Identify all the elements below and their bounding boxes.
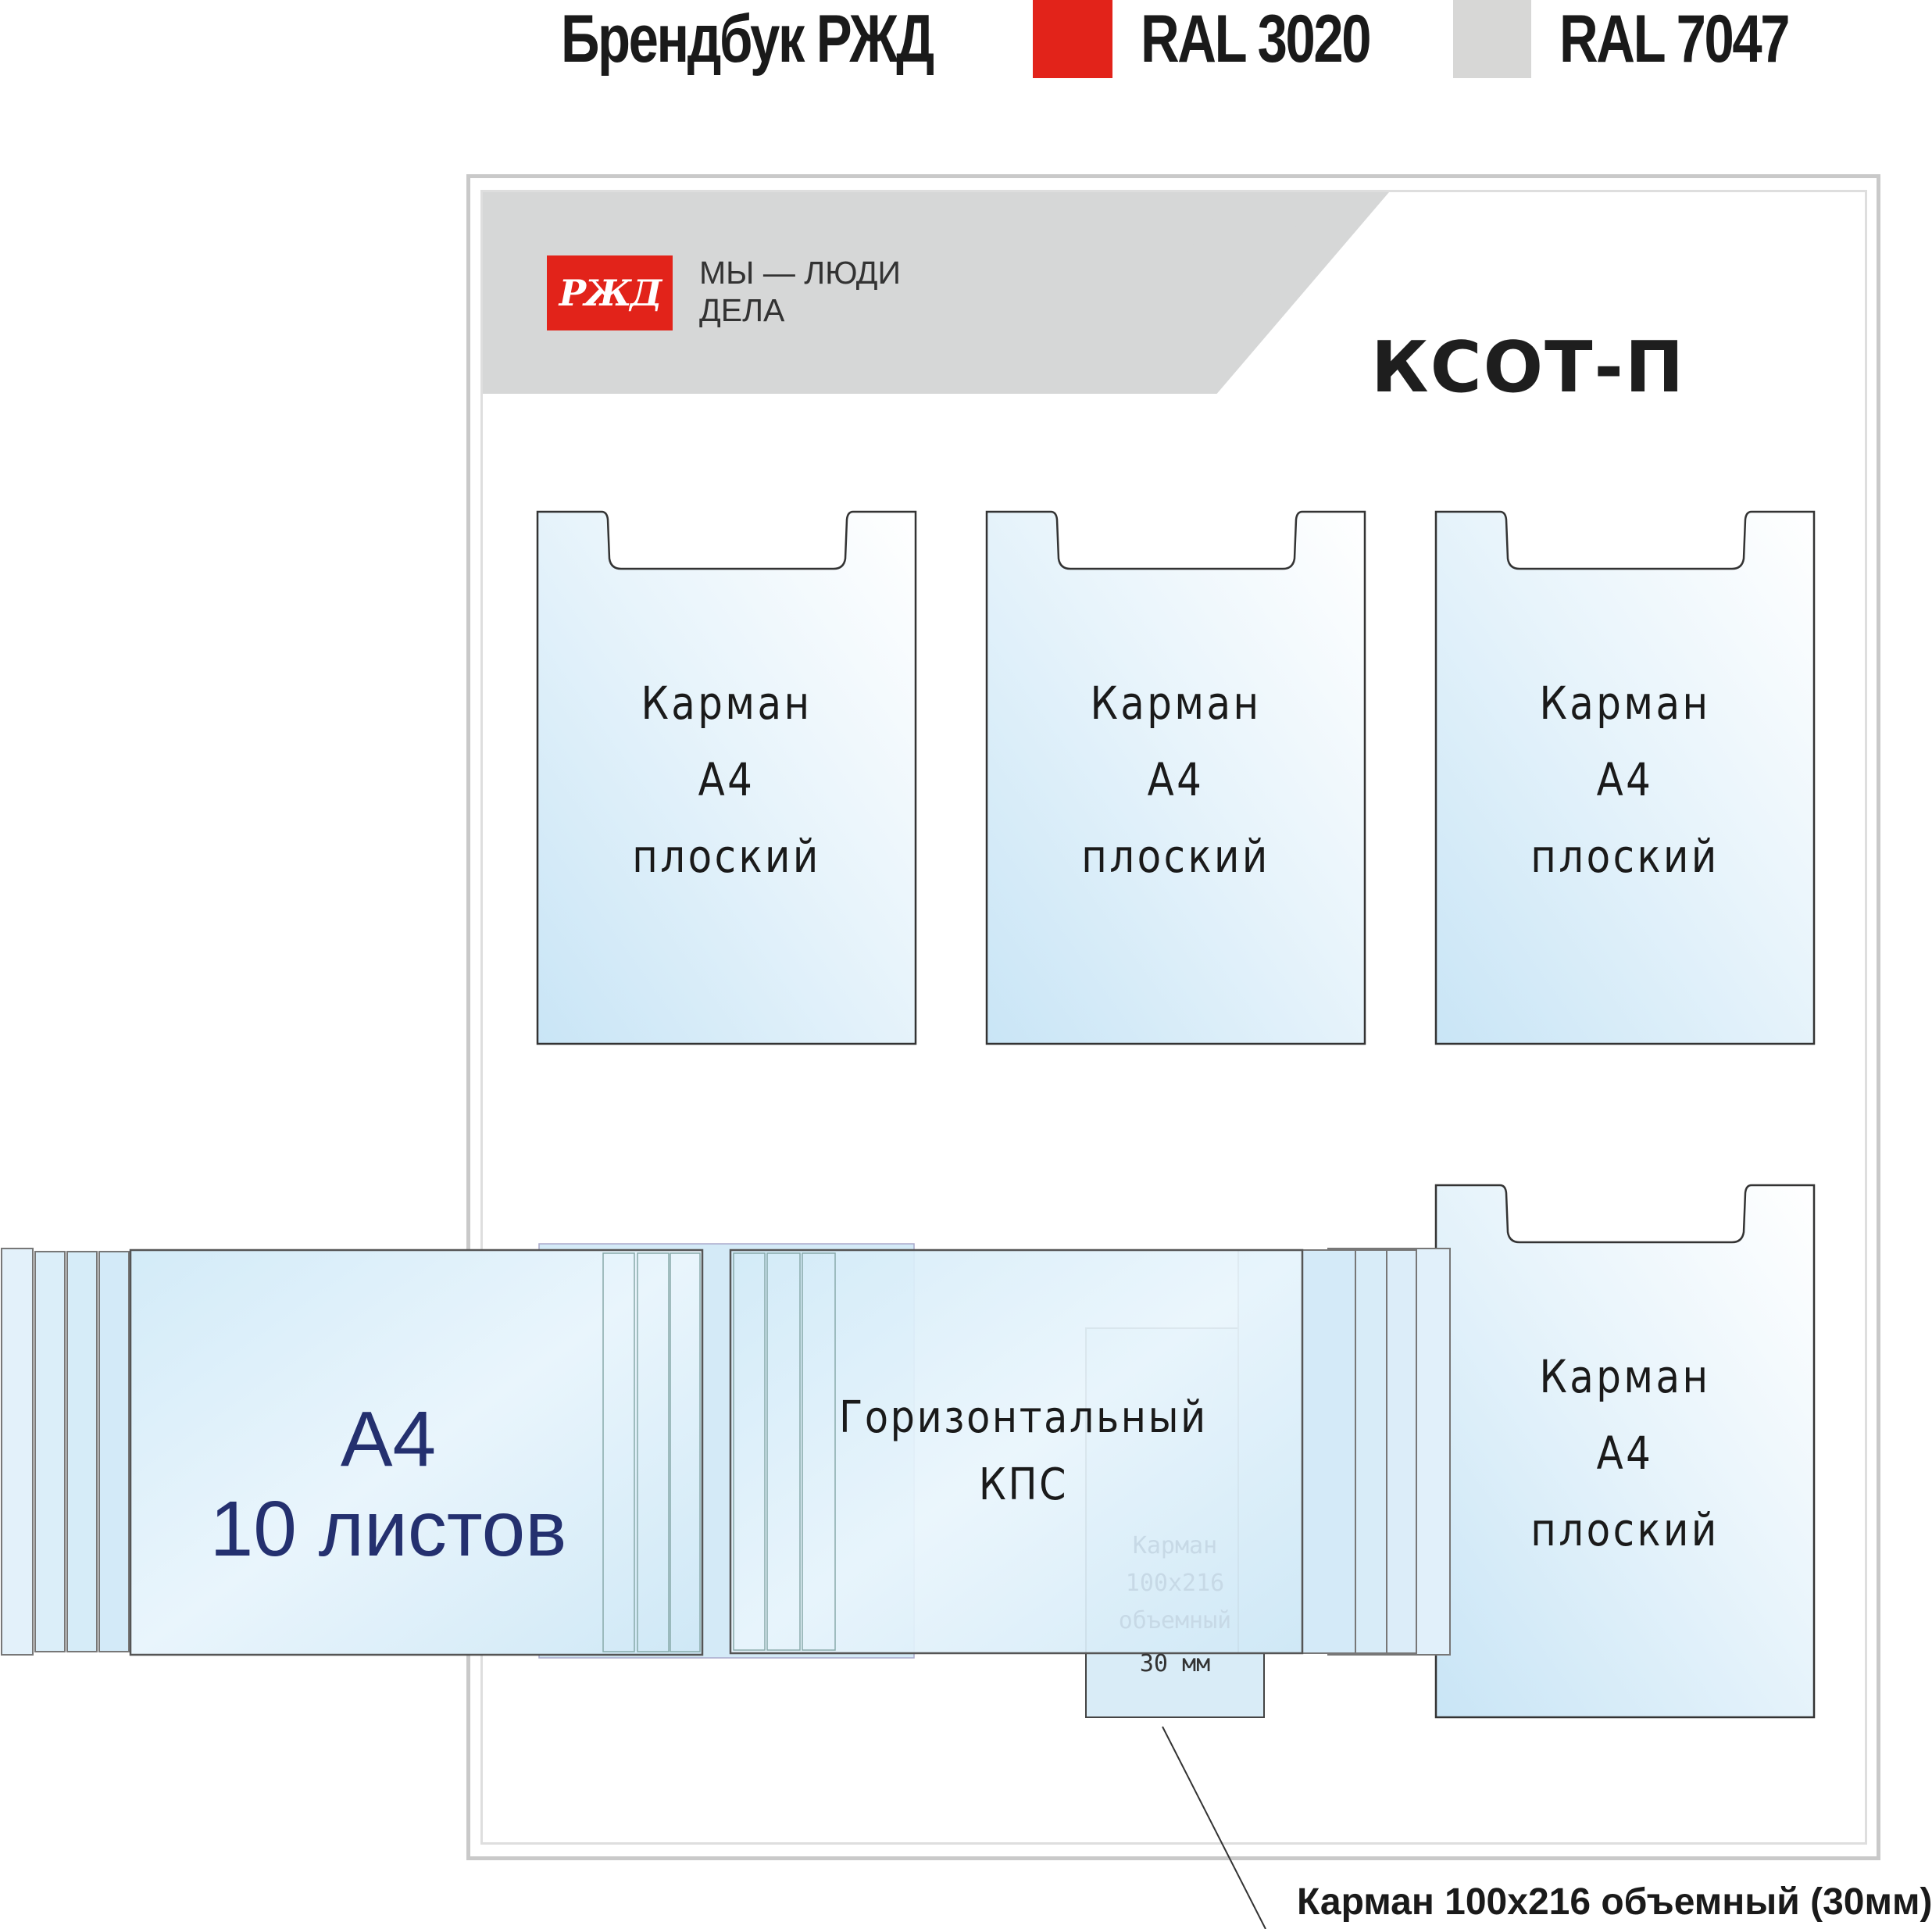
pocket-4-line-1: Карман [1539, 1350, 1711, 1403]
pocket-2-line-1: Карман [1090, 677, 1262, 730]
pocket-2 [985, 510, 1366, 1045]
sheet-stack-left [1, 1248, 34, 1656]
pocket-3-line-1: Карман [1539, 677, 1711, 730]
a4-line-2: 10 листов [209, 1485, 567, 1573]
kps-sheet-front [729, 1248, 1304, 1655]
sheet-stack-left [66, 1251, 98, 1652]
brandbook-label: Брендбук РЖД [561, 2, 934, 77]
slogan-line-1: МЫ — ЛЮДИ [699, 255, 901, 291]
pocket-1-label: Карман А4 плоский [564, 665, 889, 895]
sheet-stack-right-edge [670, 1252, 701, 1652]
sheet-stack-left [98, 1251, 130, 1652]
grey-color-swatch [1453, 0, 1531, 78]
pocket-1-line-3: плоский [632, 830, 821, 883]
pocket-1-line-2: А4 [698, 753, 755, 806]
a4-line-1: А4 [340, 1395, 437, 1483]
pocket-4 [1434, 1184, 1816, 1719]
ral-7047-label: RAL 7047 [1559, 2, 1791, 77]
rzd-logo-text: РЖД [559, 272, 662, 314]
red-color-swatch [1033, 0, 1112, 78]
kps-sheet-edge [766, 1252, 801, 1651]
rzd-logo [547, 255, 673, 330]
kps-sheet-edge [802, 1252, 836, 1651]
kps-label: Горизонтальный КПС [810, 1384, 1237, 1519]
volumetric-line-3: объемный [1118, 1607, 1232, 1634]
slogan-line-2: ДЕЛА [699, 292, 785, 328]
kps-sheet-edge [733, 1252, 766, 1651]
volumetric-line-1: Карман [1132, 1532, 1218, 1559]
sheet-stack-left [34, 1251, 66, 1652]
kps-line-2: КПС [978, 1459, 1069, 1510]
ral-3020-label: RAL 3020 [1141, 2, 1372, 77]
pocket-1-line-1: Карман [641, 677, 812, 730]
callout-label: Карман 100х216 объемный (30мм) [1297, 1881, 1932, 1923]
volumetric-depth-label: 30 мм [1139, 1650, 1211, 1677]
volumetric-line-2: 100х216 [1125, 1570, 1225, 1597]
pocket-3 [1434, 510, 1816, 1045]
sheet-stack-right-edge [637, 1252, 670, 1652]
pocket-1 [536, 510, 917, 1045]
pocket-4-label: Карман А4 плоский [1462, 1338, 1787, 1568]
pocket-2-line-2: А4 [1147, 753, 1205, 806]
sheet-stack-right-edge [602, 1252, 635, 1652]
pockets-drawing [1, 510, 1816, 1929]
volumetric-pocket-label: Карман 100х216 объемный [1086, 1527, 1264, 1640]
pocket-2-line-3: плоский [1081, 830, 1270, 883]
callout-leader [1162, 1726, 1266, 1929]
a4-sheet-front [129, 1248, 704, 1656]
pocket-3-line-2: А4 [1596, 753, 1654, 806]
pocket-3-line-3: плоский [1530, 830, 1720, 883]
a4-sheets-label: А4 10 листов [130, 1395, 646, 1574]
pocket-3-label: Карман А4 плоский [1462, 665, 1787, 895]
stand-inner-border [480, 190, 1867, 1845]
pocket-4-line-3: плоский [1530, 1503, 1720, 1556]
stand-title: КСОТ-П [1371, 327, 1686, 409]
pocket-2-label: Карман А4 плоский [1013, 665, 1338, 895]
pocket-4-line-2: А4 [1596, 1427, 1654, 1480]
kps-line-1: Горизонтальный [839, 1392, 1208, 1443]
